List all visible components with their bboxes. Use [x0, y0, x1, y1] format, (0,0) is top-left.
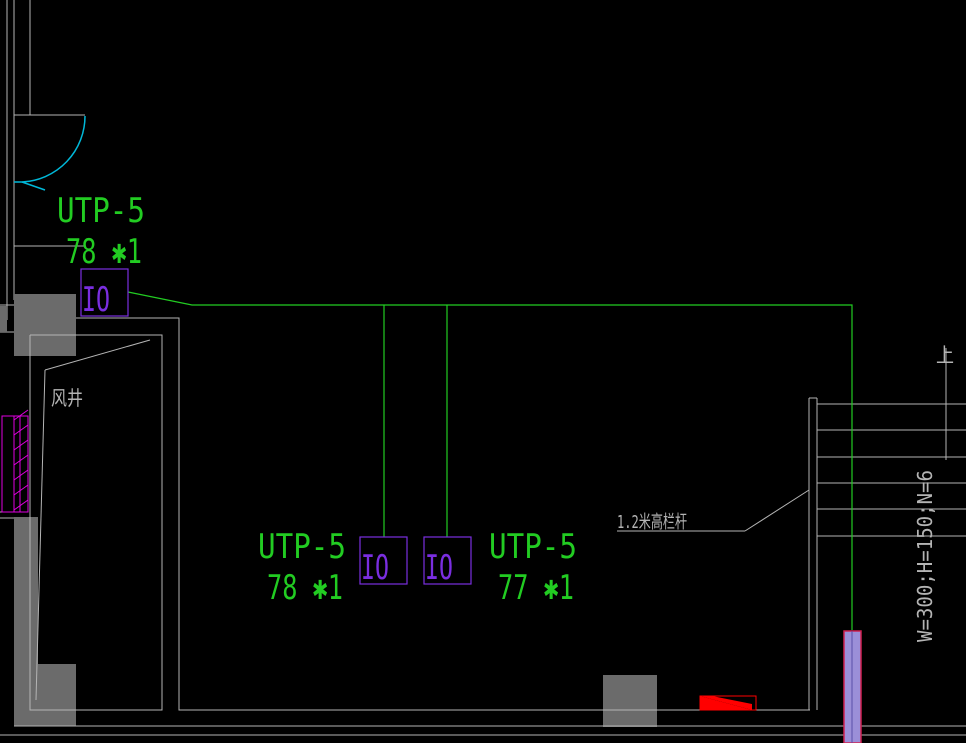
outlet-right[interactable]: IO: [423, 536, 472, 588]
riser-pipe: [843, 630, 862, 743]
outlet-right-type-label: UTP-5: [489, 527, 577, 567]
red-marker-icon: [699, 695, 757, 711]
stair-treads: [817, 348, 966, 537]
column-bottom-left: [14, 664, 76, 726]
outlet-top[interactable]: IO: [80, 268, 129, 320]
shaft-label: 风井: [51, 386, 83, 410]
outlet-right-qty-label: 77 ✱1: [498, 568, 574, 608]
railing-leader: [617, 489, 810, 532]
outlet-left-type-label: UTP-5: [258, 527, 346, 567]
outlet-left-symbol: IO: [361, 548, 389, 588]
cable-labels: UTP-5 78 ✱1 UTP-5 78 ✱1 UTP-5 77 ✱1: [57, 191, 577, 608]
column-top-left: [14, 294, 76, 356]
outlet-top-type-label: UTP-5: [57, 191, 145, 231]
stair-up-label: 上: [936, 343, 954, 367]
ventilation-shaft: [29, 334, 163, 711]
annotation-labels: 风井 1.2米高栏杆 上 W=300;H=150;N=6: [51, 343, 954, 642]
outlet-right-symbol: IO: [425, 548, 453, 588]
outlet-left[interactable]: IO: [359, 536, 408, 588]
structural-columns: [0, 294, 657, 727]
outlet-top-symbol: IO: [82, 280, 110, 320]
outlet-top-qty-label: 78 ✱1: [66, 232, 142, 272]
column-mid-left: [14, 517, 38, 667]
column-left-strip: [0, 306, 7, 332]
column-bottom-center: [603, 675, 657, 727]
door-swing-icon: [14, 115, 86, 191]
network-cable-runs: [127, 291, 853, 630]
railing-label: 1.2米高栏杆: [617, 512, 687, 533]
window-hatch: [1, 409, 29, 513]
stair-spec-label: W=300;H=150;N=6: [913, 470, 937, 642]
room-walls: [14, 317, 966, 727]
outlet-left-qty-label: 78 ✱1: [267, 568, 343, 608]
